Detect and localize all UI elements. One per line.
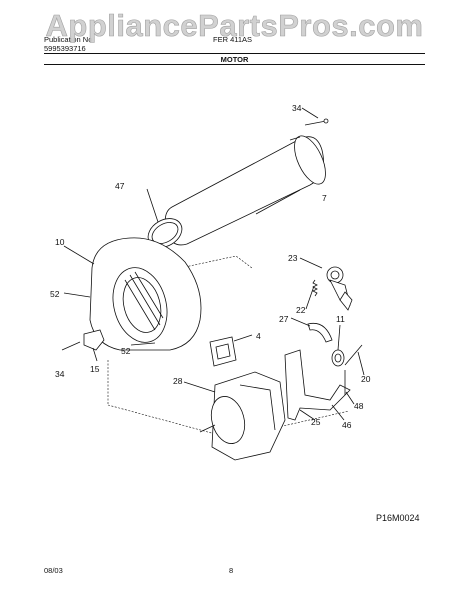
blower-cover bbox=[83, 329, 105, 351]
callout-34-top: 34 bbox=[292, 103, 302, 113]
callout-48: 48 bbox=[354, 401, 364, 411]
callout-4: 4 bbox=[256, 331, 261, 341]
blower-housing bbox=[89, 237, 202, 351]
footer-page-number: 8 bbox=[229, 566, 234, 575]
figure-code: P16M0024 bbox=[376, 513, 420, 523]
callout-27: 27 bbox=[279, 314, 289, 324]
callout-20: 20 bbox=[361, 374, 371, 384]
motor-mount-bracket bbox=[284, 349, 351, 421]
drive-motor bbox=[199, 371, 286, 461]
section-title: MOTOR bbox=[220, 55, 249, 64]
callout-47: 47 bbox=[115, 181, 125, 191]
footer-date: 08/03 bbox=[44, 566, 63, 575]
callout-46: 46 bbox=[342, 420, 352, 430]
motor-bracket-frame bbox=[209, 336, 237, 367]
callout-23: 23 bbox=[288, 253, 298, 263]
header-rule-top bbox=[44, 53, 425, 54]
callout-11: 11 bbox=[336, 314, 345, 324]
idler-pulley bbox=[331, 349, 345, 367]
exhaust-duct bbox=[164, 135, 326, 246]
callout-10: 10 bbox=[55, 237, 65, 247]
pulley-bolt bbox=[344, 344, 363, 366]
callout-25: 25 bbox=[311, 417, 321, 427]
screw-top bbox=[304, 118, 329, 126]
screw-lower-left bbox=[61, 341, 81, 351]
callout-28: 28 bbox=[173, 376, 183, 386]
publication-label: Publication No bbox=[44, 35, 93, 44]
header-rule-bottom bbox=[44, 64, 425, 65]
publication-info: Publication No 5995393716 bbox=[44, 35, 92, 53]
model-number: FER 411AS bbox=[213, 35, 253, 44]
callout-22: 22 bbox=[296, 305, 306, 315]
publication-number: 5995393716 bbox=[44, 44, 86, 53]
callout-52-upper: 52 bbox=[50, 289, 60, 299]
idler-spring bbox=[312, 279, 318, 297]
callout-15: 15 bbox=[90, 364, 100, 374]
callout-7: 7 bbox=[322, 193, 327, 203]
idler-arm bbox=[326, 266, 353, 311]
callout-34-lower: 34 bbox=[55, 369, 65, 379]
leader-lines bbox=[63, 107, 365, 421]
belt-pulley-arc bbox=[307, 322, 333, 343]
callout-52-lower: 52 bbox=[121, 346, 131, 356]
